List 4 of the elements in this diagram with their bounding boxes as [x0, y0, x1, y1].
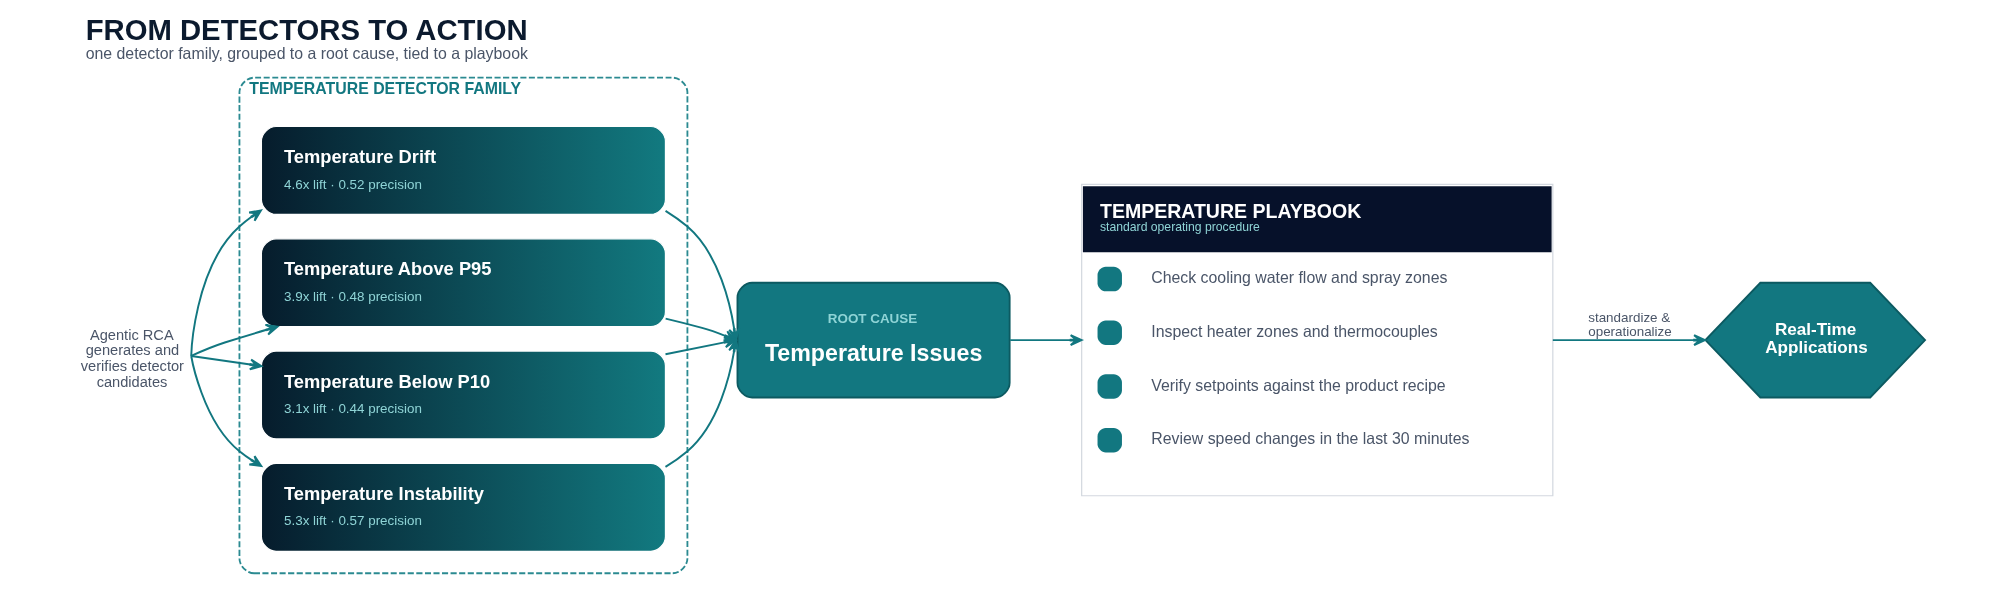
caption: one detector family, grouped to a root cause, tied to a playbook	[85, 44, 528, 62]
diagram-title: FROM DETECTORS TO ACTION	[85, 13, 528, 47]
node-text: Agentic RCA generates and verifies detector candidates	[80, 326, 184, 391]
edge-label: standardize & operationalize	[1587, 309, 1672, 340]
